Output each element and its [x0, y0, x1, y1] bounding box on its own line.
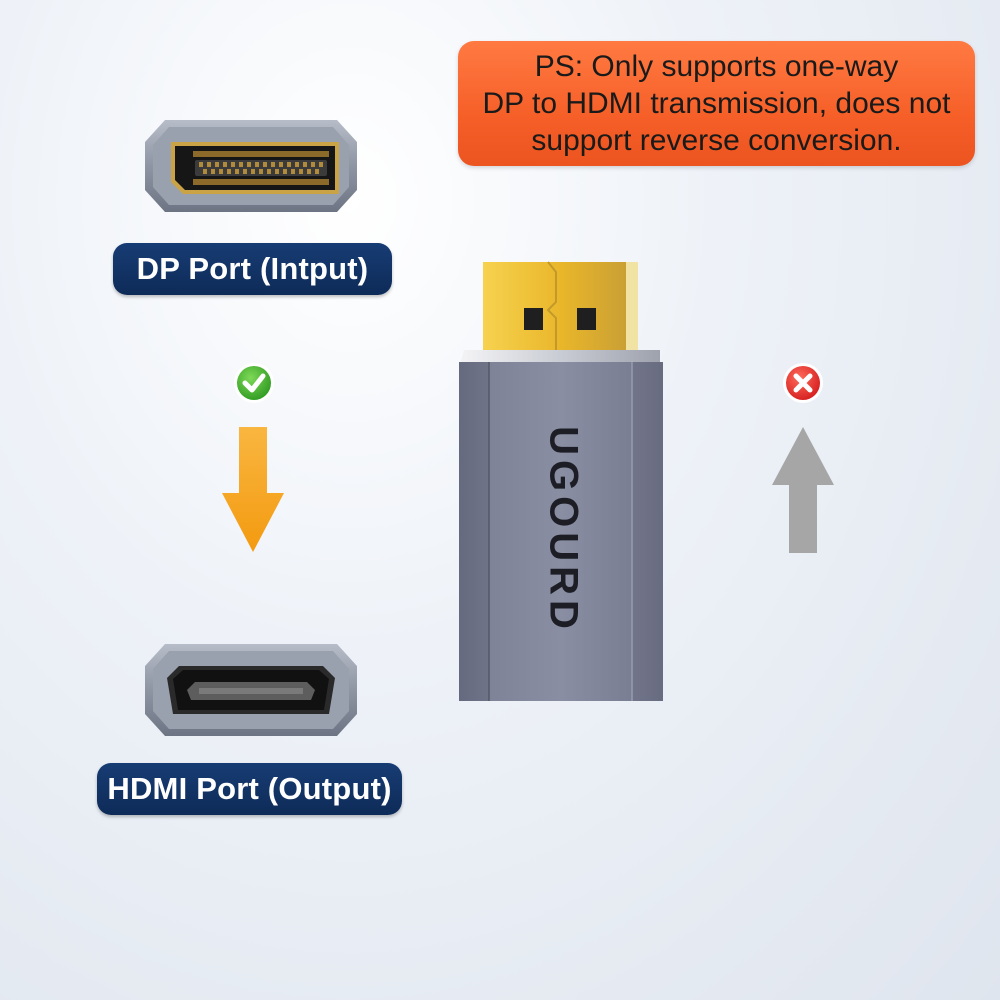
dp-port-image: [145, 120, 357, 212]
notice-banner: PS: Only supports one-way DP to HDMI tra…: [458, 41, 975, 166]
hdmi-port-label: HDMI Port (Output): [97, 763, 402, 815]
hdmi-port-image: [145, 644, 357, 736]
cross-icon: [783, 363, 823, 403]
adapter-brand-text: UGOURD: [541, 426, 585, 634]
dp-port-label: DP Port (Intput): [113, 243, 392, 295]
check-icon: [234, 363, 274, 403]
notice-line-3: support reverse conversion.: [531, 124, 902, 157]
reverse-arrow-icon: [772, 427, 834, 553]
adapter-image: UGOURD: [459, 261, 663, 701]
notice-line-1: PS: Only supports one-way: [534, 50, 899, 83]
notice-line-2: DP to HDMI transmission, does not: [482, 87, 951, 120]
forward-arrow-icon: [222, 427, 284, 552]
